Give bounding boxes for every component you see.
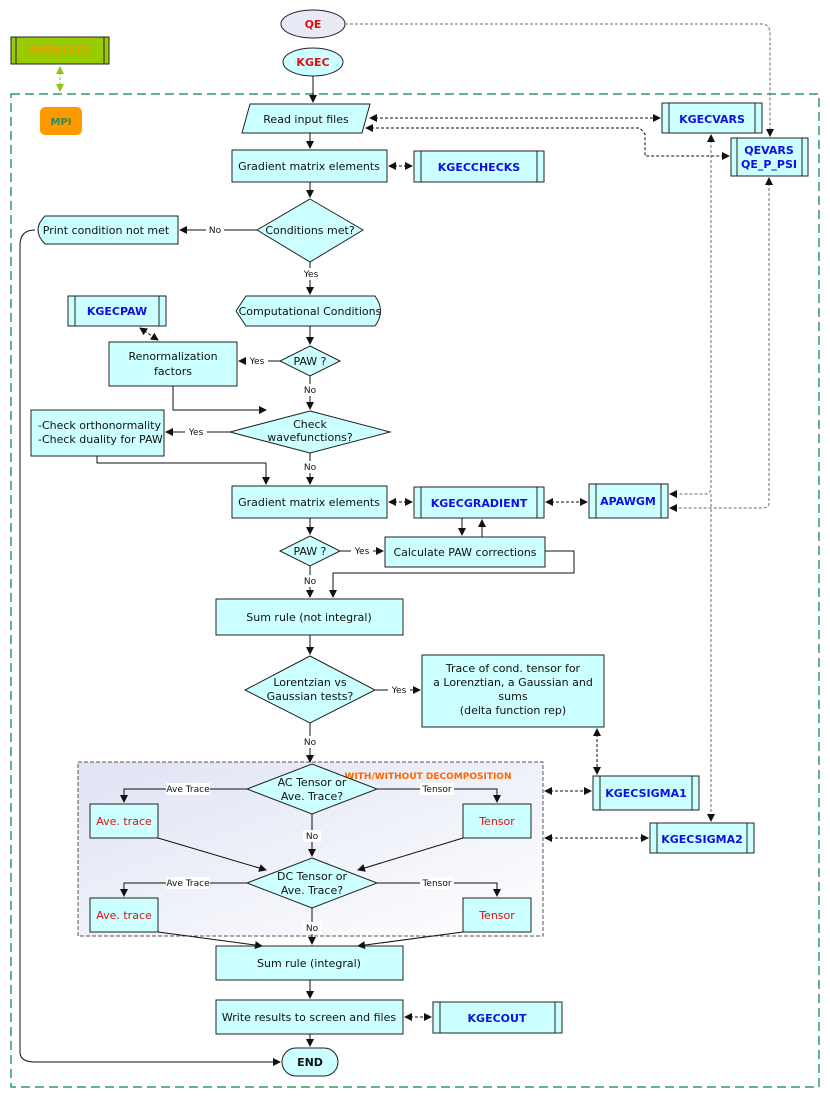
edge-ac-ave: Ave Trace <box>166 785 210 795</box>
module-links <box>139 23 774 1021</box>
sum-rule-node-2 <box>215 945 404 981</box>
edge-no-conditions: No <box>209 226 222 236</box>
trace-label-1: Trace of cond. tensor for <box>445 662 581 675</box>
edge-labels: No Yes Yes No Yes No Yes No Yes No Ave T… <box>166 224 454 934</box>
kgecsigma2-label: KGECSIGMA2 <box>661 833 743 846</box>
qevars-label-1: QEVARS <box>744 144 794 157</box>
trace-label-4: (delta function rep) <box>460 704 566 717</box>
end-node <box>281 1047 339 1077</box>
tensor-node-1 <box>462 803 532 839</box>
dc-label-1: DC Tensor or <box>277 870 347 883</box>
gradient-label-1: Gradient matrix elements <box>238 160 380 173</box>
qevars-node <box>730 137 809 177</box>
sum-rule-label-1: Sum rule (not integral) <box>246 611 372 624</box>
paw-label-1: PAW ? <box>293 355 326 368</box>
parallel-box <box>10 36 110 65</box>
lorentzian-label-1: Lorentzian vs <box>273 676 347 689</box>
paw-label-2: PAW ? <box>293 545 326 558</box>
ave-trace-label-2: Ave. trace <box>96 909 152 922</box>
computational-node <box>235 295 381 327</box>
mpi-label: MPI <box>50 117 71 128</box>
trace-node <box>421 654 605 728</box>
ave-trace-label-1: Ave. trace <box>96 815 152 828</box>
gradient-node-2 <box>231 485 388 519</box>
computational-label: Computational Conditions <box>239 305 382 318</box>
read-input-label: Read input files <box>263 113 349 126</box>
calc-paw-label: Calculate PAW corrections <box>393 546 536 559</box>
kgecgradient-label: KGECGRADIENT <box>431 497 528 510</box>
mpi-region <box>10 93 820 1088</box>
kgecout-label: KGECOUT <box>468 1012 527 1025</box>
ave-trace-node-2 <box>89 897 159 933</box>
edge-yes-lorentz: Yes <box>391 686 407 696</box>
edge-dc-no: No <box>306 924 319 934</box>
qe-label: QE <box>305 18 322 31</box>
check-wave-label-1: Check <box>293 418 327 431</box>
ac-label-2: Ave. Trace? <box>281 790 343 803</box>
end-label: END <box>297 1056 323 1069</box>
edge-no-paw-2: No <box>304 577 317 587</box>
ave-trace-node-1 <box>89 803 159 839</box>
write-results-label: Write results to screen and files <box>222 1011 396 1024</box>
tensor-node-2 <box>462 897 532 933</box>
trace-label-3: sums <box>498 690 527 703</box>
kgecout-node <box>432 1001 563 1034</box>
kgecsigma1-node <box>592 775 700 811</box>
parallel-label: PARALLEL <box>29 44 90 57</box>
print-condition-node <box>37 215 179 245</box>
edge-ac-no: No <box>306 832 319 842</box>
gradient-label-2: Gradient matrix elements <box>238 496 380 509</box>
edge-ac-tensor: Tensor <box>421 785 451 795</box>
conditions-label: Conditions met? <box>265 224 355 237</box>
edge-dc-ave: Ave Trace <box>166 879 210 889</box>
renormalization-node <box>108 341 238 387</box>
edge-no-check: No <box>304 463 317 473</box>
kgecvars-label: KGECVARS <box>679 113 745 126</box>
sum-rule-label-2: Sum rule (integral) <box>257 957 361 970</box>
print-condition-label: Print condition not met <box>43 224 170 237</box>
trace-label-2: a Lorenztian, a Gaussian and <box>433 676 593 689</box>
check-wave-label-2: wavefunctions? <box>267 431 353 444</box>
edge-yes-paw-1: Yes <box>249 357 265 367</box>
kgecchecks-label: KGECCHECKS <box>438 161 521 174</box>
edge-no-lorentz: No <box>304 738 317 748</box>
sum-rule-node-1 <box>215 598 404 636</box>
edge-yes-conditions: Yes <box>303 270 319 280</box>
check-orthonormality-node <box>30 409 165 457</box>
ac-label-1: AC Tensor or <box>278 776 347 789</box>
check-ortho-label-2: -Check duality for PAW <box>38 433 163 446</box>
edge-yes-paw-2: Yes <box>354 547 370 557</box>
edge-dc-tensor: Tensor <box>421 879 451 889</box>
renorm-label-1: Renormalization <box>128 350 217 363</box>
kgecpaw-node <box>67 295 167 327</box>
tensor-label-2: Tensor <box>478 909 515 922</box>
kgec-label: KGEC <box>296 56 329 69</box>
lorentzian-label-2: Gaussian tests? <box>267 690 354 703</box>
tensor-label-1: Tensor <box>478 815 515 828</box>
renorm-label-2: factors <box>154 365 192 378</box>
qevars-label-2: QE_P_PSI <box>741 158 797 171</box>
decomposition-label: WITH/WITHOUT DECOMPOSITION <box>345 772 512 782</box>
apawgm-label: APAWGM <box>600 495 656 508</box>
edge-yes-check: Yes <box>188 428 204 438</box>
read-input-node <box>241 103 371 134</box>
calc-paw-node <box>384 536 546 568</box>
kgecsigma2-node <box>649 822 755 854</box>
kgecpaw-label: KGECPAW <box>87 305 147 318</box>
check-ortho-label-1: -Check orthonormality <box>38 419 161 432</box>
apawgm-node <box>588 483 669 519</box>
mpi-badge <box>40 107 82 135</box>
kgecsigma1-label: KGECSIGMA1 <box>605 787 687 800</box>
kgecgradient-node <box>413 486 545 519</box>
dc-label-2: Ave. Trace? <box>281 884 343 897</box>
edge-no-paw-1: No <box>304 386 317 396</box>
